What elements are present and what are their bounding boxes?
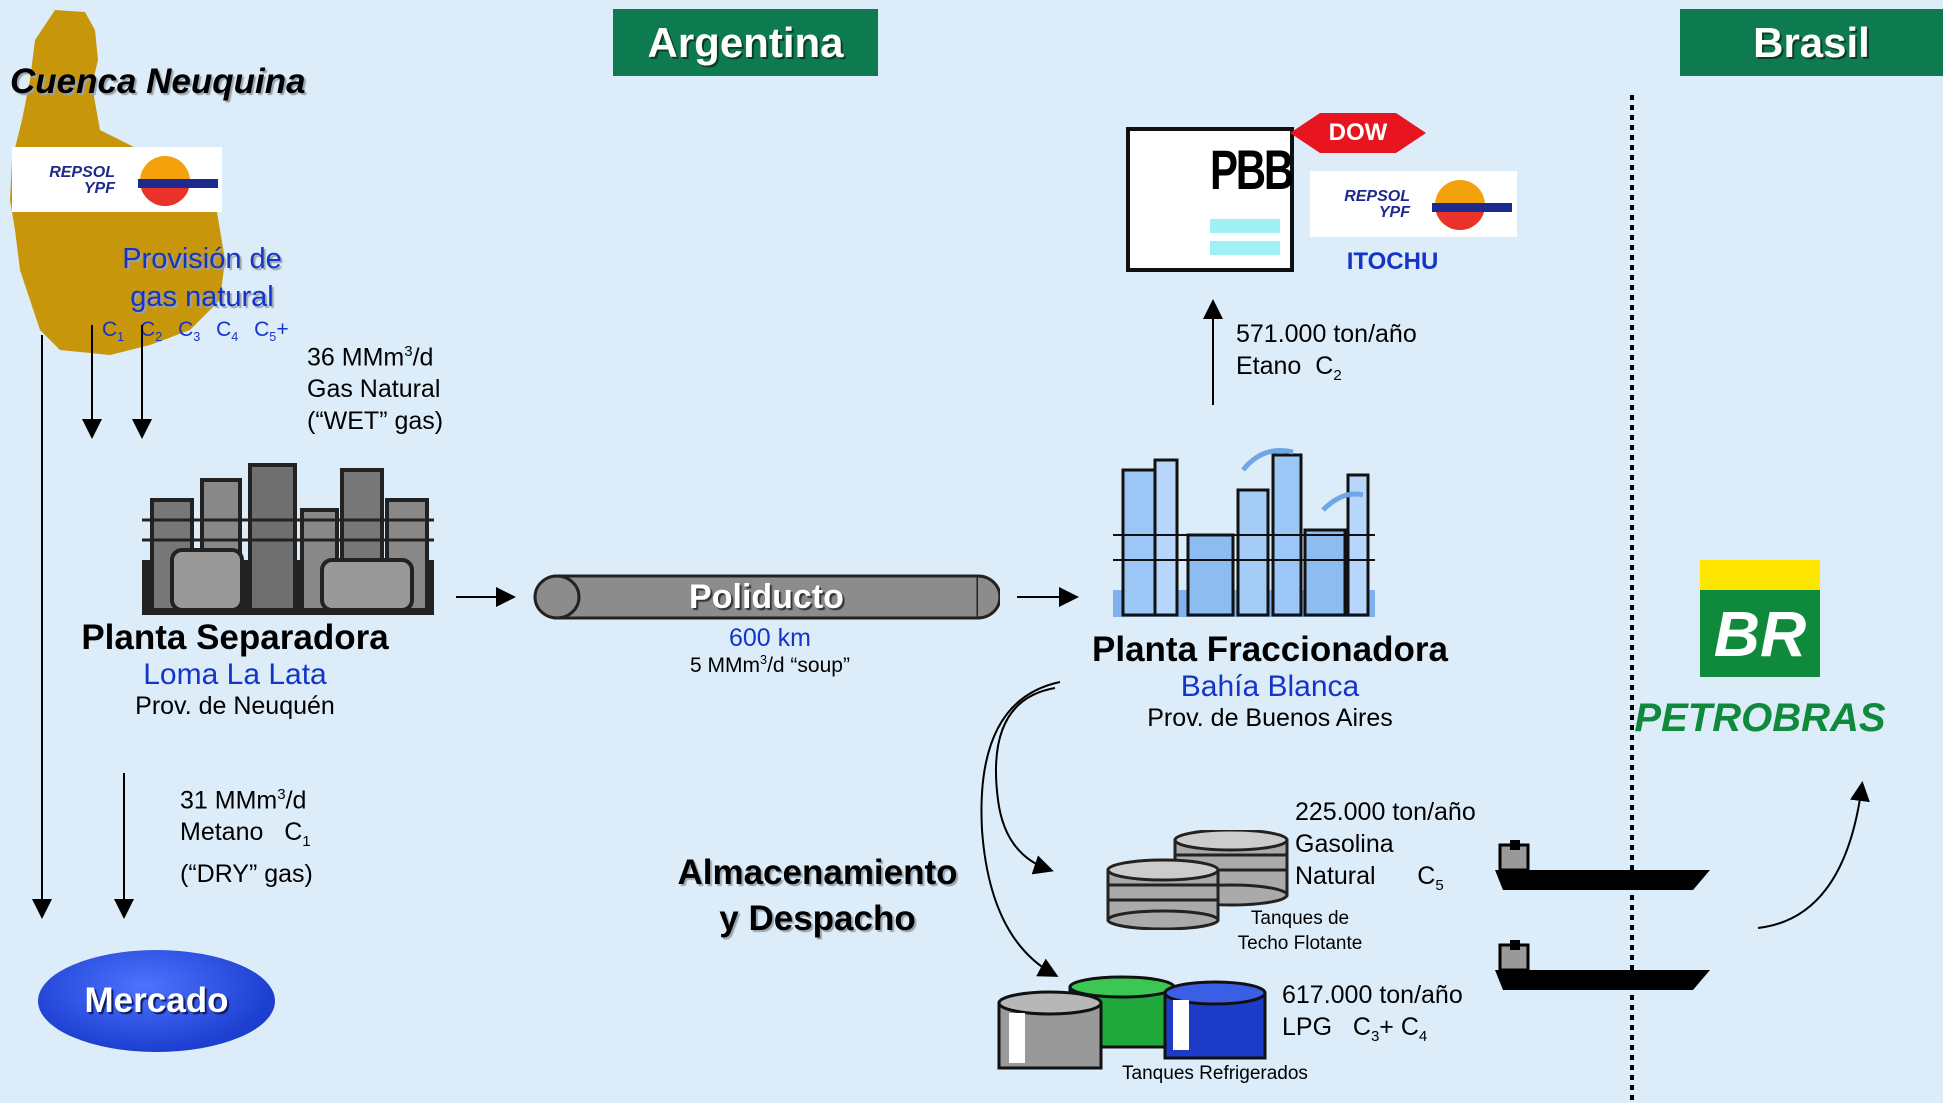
wet-gas-label: 36 MMm3/d Gas Natural (“WET” gas) — [307, 336, 443, 437]
provision-text: Provisión de gas natural — [112, 240, 292, 316]
poliducto-pipe — [533, 574, 1000, 620]
floating-tanks-line-2: Techo Flotante — [1237, 933, 1363, 954]
planta-fraccionadora-label: Planta Fraccionadora Bahía Blanca Prov. … — [1060, 630, 1480, 733]
etano-type: Etano — [1236, 352, 1302, 380]
gasolina-comp: C — [1417, 862, 1436, 890]
almacenamiento-line-2: y Despacho — [719, 899, 916, 938]
dow-logo-text: DOW — [1328, 119, 1388, 146]
poliducto-distance: 600 km — [729, 624, 811, 652]
floating-roof-tanks-icon — [1106, 830, 1289, 930]
etano-amount: 571.000 ton/año — [1236, 320, 1417, 348]
planta-fraccionadora-location: Bahía Blanca — [1180, 670, 1360, 703]
lpg-type: LPG — [1282, 1013, 1333, 1041]
lpg-amount: 617.000 ton/año — [1282, 981, 1463, 1009]
itochu-label: ITOCHU — [1346, 248, 1439, 275]
planta-separadora-label: Planta Separadora Loma La Lata Prov. de … — [40, 618, 430, 721]
mercado-label: Mercado — [84, 981, 229, 1020]
separator-plant-icon — [142, 463, 434, 615]
poliducto-flow-sup: 3 — [760, 653, 768, 667]
cuenca-title: Cuenca Neuquina — [10, 62, 306, 101]
floating-tanks-line-1: Tanques de — [1250, 908, 1350, 929]
provision-line-1: Provisión de — [122, 243, 282, 275]
refrigerated-tanks-icon — [997, 975, 1267, 1070]
dry-gas-sup: 3 — [277, 786, 286, 803]
lpg-c3: C — [1352, 1013, 1371, 1041]
component-c5: C5+ — [254, 318, 289, 345]
dry-gas-type: Metano — [180, 818, 264, 847]
tanker-ship-icon-2 — [1495, 940, 1710, 990]
component-c1: C1 — [102, 318, 125, 345]
lpg-plus: + — [1379, 1013, 1394, 1041]
repsol-sun-icon-right — [1432, 180, 1512, 230]
gasolina-label: 225.000 ton/año Gasolina Natural C5 — [1295, 796, 1476, 902]
pbb-logo-text: PBB — [1210, 138, 1294, 201]
refrigerated-tanks-label: Tanques Refrigerados — [1122, 1063, 1308, 1084]
dry-gas-unit: /d — [285, 786, 307, 815]
lpg-c4-sub: 4 — [1418, 1028, 1428, 1045]
repsol-logo-right-text: REPSOL YPF — [1344, 188, 1410, 221]
wet-gas-type: Gas Natural — [307, 375, 441, 404]
planta-separadora-province: Prov. de Neuquén — [135, 692, 335, 720]
wet-gas-sup: 3 — [404, 343, 413, 360]
petrobras-logo: BR — [1700, 560, 1820, 677]
dry-gas-label: 31 MMm3/d Metano C1 (“DRY” gas) — [180, 779, 313, 890]
fractionator-plant-icon — [1113, 448, 1375, 617]
dow-logo — [1290, 113, 1426, 153]
almacenamiento-label: Almacenamiento y Despacho — [650, 850, 985, 942]
poliducto-info: 600 km 5 MMm3/d “soup” — [620, 624, 920, 678]
dry-gas-note: (“DRY” gas) — [180, 860, 313, 889]
gasolina-amount: 225.000 ton/año — [1295, 798, 1476, 826]
petrobras-name: PETROBRAS — [1634, 696, 1886, 740]
poliducto-flow: 5 MMm — [690, 654, 761, 677]
repsol-logo-right: REPSOL YPF — [1310, 171, 1517, 237]
component-c4: C4 — [216, 318, 239, 345]
wet-gas-flow: 36 MMm — [307, 343, 405, 372]
poliducto-flow-unit: /d “soup” — [767, 654, 850, 677]
etano-comp: C — [1315, 352, 1334, 380]
provision-line-2: gas natural — [130, 281, 274, 313]
components-row: C1 C2 C3 C4 C5+ — [102, 318, 289, 344]
pbb-logo: PBB — [1126, 127, 1294, 272]
component-c3: C3 — [178, 318, 201, 345]
wet-gas-unit: /d — [412, 343, 434, 372]
petrobras-br: BR — [1713, 597, 1807, 670]
poliducto-label: Poliducto — [689, 578, 844, 616]
mercado-ellipse: Mercado — [38, 950, 275, 1052]
etano-label: 571.000 ton/año Etano C2 — [1236, 318, 1417, 392]
dry-gas-comp-sub: 1 — [302, 833, 311, 851]
component-c2: C2 — [140, 318, 163, 345]
repsol-logo-text: REPSOL YPF — [49, 164, 115, 197]
lpg-c3-sub: 3 — [1370, 1028, 1380, 1045]
tanker-ship-icon-1 — [1495, 840, 1710, 890]
lpg-label: 617.000 ton/año LPG C3+ C4 — [1282, 979, 1463, 1053]
planta-fraccionadora-province: Prov. de Buenos Aires — [1147, 704, 1393, 732]
lpg-c4: C — [1400, 1013, 1419, 1041]
repsol-sun-icon — [138, 156, 218, 206]
etano-comp-sub: 2 — [1333, 367, 1342, 384]
gasolina-type-2: Natural — [1295, 862, 1376, 890]
dry-gas-flow: 31 MMm — [180, 786, 278, 815]
repsol-logo-left: REPSOL YPF — [12, 147, 222, 212]
gasolina-type: Gasolina — [1295, 830, 1394, 858]
argentina-banner: Argentina — [613, 9, 878, 76]
planta-separadora-location: Loma La Lata — [143, 658, 327, 691]
wet-gas-note: (“WET” gas) — [307, 407, 444, 436]
planta-separadora-title: Planta Separadora — [81, 618, 389, 657]
planta-fraccionadora-title: Planta Fraccionadora — [1092, 630, 1448, 669]
brasil-banner: Brasil — [1680, 9, 1943, 76]
gasolina-comp-sub: 5 — [1435, 877, 1444, 894]
floating-tanks-label: Tanques de Techo Flotante — [1195, 906, 1405, 956]
dry-gas-comp: C — [284, 818, 303, 847]
almacenamiento-line-1: Almacenamiento — [677, 853, 958, 892]
